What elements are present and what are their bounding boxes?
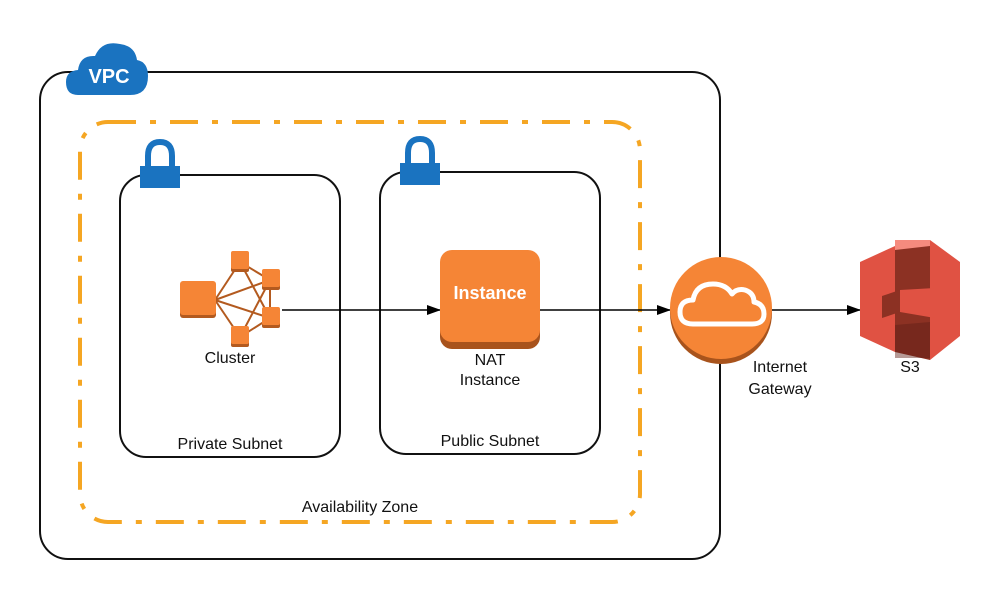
- cluster-label: Cluster: [204, 350, 256, 367]
- internet-gateway-icon: [670, 257, 772, 364]
- s3-label: S3: [900, 359, 920, 376]
- internet-gateway-label-line1: Internet: [752, 359, 808, 376]
- internet-gateway-label-line2: Gateway: [748, 381, 812, 398]
- availability-zone-label: Availability Zone: [301, 499, 419, 516]
- nat-instance-icon: [440, 250, 540, 349]
- cluster-icon: [180, 251, 280, 347]
- nat-instance-label-line1: NAT: [474, 352, 506, 369]
- availability-zone-border: [78, 120, 642, 524]
- lock-icon: [140, 138, 180, 188]
- private-subnet-label: Private Subnet: [177, 436, 283, 453]
- nat-instance-label-line2: Instance: [459, 372, 521, 389]
- cloud-icon: [677, 281, 767, 327]
- lock-icon: [400, 135, 440, 185]
- vpc-cloud-icon: [66, 43, 148, 95]
- nat-instance-box-text: Instance: [453, 283, 527, 303]
- vpc-badge-text: VPC: [88, 66, 130, 88]
- public-subnet-label: Public Subnet: [440, 433, 540, 450]
- private-subnet-box: [119, 174, 341, 458]
- s3-bucket-icon: [860, 240, 960, 360]
